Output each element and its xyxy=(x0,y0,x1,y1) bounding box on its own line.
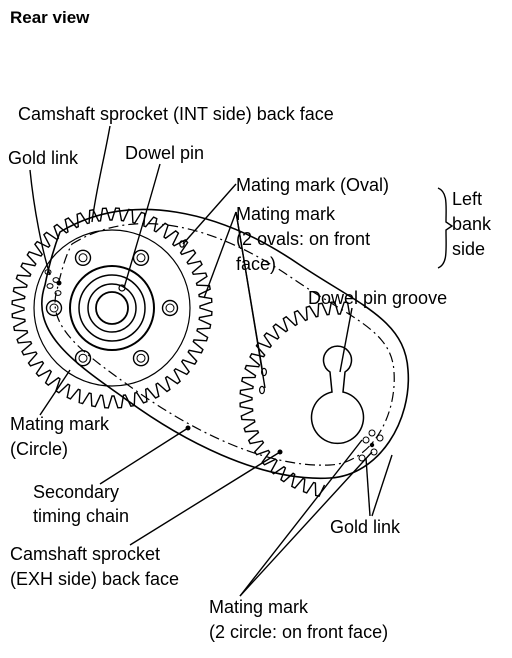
mating-mark-two-ovals-a xyxy=(261,367,268,377)
leader-gold-link-right-a xyxy=(365,457,371,517)
label-mating-two-ovals-line2: (2 ovals: on front xyxy=(236,229,371,249)
leader-secondary-chain xyxy=(99,427,189,485)
label-dowel-pin: Dowel pin xyxy=(125,143,205,163)
gold-link-right-mark xyxy=(358,454,366,462)
gold-link-right-mark xyxy=(368,429,376,437)
label-left-bank-line3: side xyxy=(452,239,486,259)
int-bolt-hole xyxy=(132,249,150,266)
leader-dowel-pin xyxy=(123,163,161,289)
view-title: Rear view xyxy=(10,8,90,27)
gold-link-right-mark xyxy=(370,448,378,456)
int-bolt-hole xyxy=(132,350,150,367)
leader-dowel-pin-groove xyxy=(339,307,353,373)
leader-mating-two-ovals-3 xyxy=(235,211,266,389)
leader-mating-two-circle-b xyxy=(239,451,373,597)
leader-mating-circle xyxy=(39,369,71,416)
label-mating-two-circle-line1: Mating mark xyxy=(209,597,309,617)
label-camshaft-int: Camshaft sprocket (INT side) back face xyxy=(18,104,334,124)
int-bolt-hole xyxy=(45,299,63,317)
int-sprocket-teeth xyxy=(11,207,213,409)
label-mating-two-ovals-line1: Mating mark xyxy=(236,204,336,224)
gold-link-left-mark xyxy=(46,283,54,289)
camshaft-sprocket-int xyxy=(11,207,213,409)
int-sprocket-bore xyxy=(95,291,129,325)
leader-mating-two-ovals-1 xyxy=(203,211,237,299)
leader-camshaft-int xyxy=(91,125,111,223)
label-mating-two-ovals-line3: face) xyxy=(236,254,277,274)
leader-camshaft-exh xyxy=(129,451,281,546)
gold-link-left-dot xyxy=(56,280,62,286)
exh-dowel-pin-groove xyxy=(310,345,365,445)
leader-mating-two-circle-a xyxy=(239,439,363,597)
label-camshaft-exh-line2: (EXH side) back face xyxy=(10,569,180,589)
label-dowel-pin-groove: Dowel pin groove xyxy=(308,288,448,308)
label-mating-circle-line2: (Circle) xyxy=(10,439,68,459)
mating-mark-oval xyxy=(179,240,185,248)
label-secondary-chain-line1: Secondary xyxy=(33,482,120,502)
gold-link-right-mark xyxy=(376,434,384,442)
label-mating-two-circle-line2: (2 circle: on front face) xyxy=(209,622,389,642)
bracket-left-bank xyxy=(437,187,454,269)
gold-link-right-mark xyxy=(362,436,370,444)
label-gold-link-right: Gold link xyxy=(330,517,401,537)
int-bolt-hole-inner xyxy=(136,253,146,263)
int-bolt-hole xyxy=(74,249,92,266)
label-secondary-chain-line2: timing chain xyxy=(33,506,130,526)
int-bolt-hole-inner xyxy=(78,253,88,263)
int-sprocket-hub-ring xyxy=(78,274,146,342)
exh-sprocket-teeth xyxy=(239,301,351,498)
camshaft-sprocket-exh xyxy=(239,301,365,498)
label-left-bank-line2: bank xyxy=(452,214,492,234)
leader-lines xyxy=(29,125,454,597)
int-sprocket-rim xyxy=(33,229,191,387)
label-camshaft-exh-line1: Camshaft sprocket xyxy=(10,544,161,564)
label-left-bank-line1: Left xyxy=(452,189,483,209)
leader-mating-oval xyxy=(182,183,237,245)
leader-gold-link-right-b xyxy=(371,454,393,517)
leader-gold-link-left xyxy=(29,169,51,276)
gold-link-right-dot xyxy=(369,442,375,448)
int-dowel-pin xyxy=(118,284,126,292)
int-sprocket-hub-inner xyxy=(87,283,137,333)
int-bolt-hole-inner xyxy=(78,353,88,363)
label-gold-link-left: Gold link xyxy=(8,148,79,168)
mating-mark-two-ovals-b xyxy=(259,385,266,395)
gold-link-left-mark xyxy=(54,290,62,296)
gold-link-left-mark xyxy=(52,277,60,283)
int-bolt-hole-inner xyxy=(165,303,175,313)
int-bolt-hole xyxy=(161,299,179,317)
label-mating-circle-line1: Mating mark xyxy=(10,414,110,434)
int-bolt-hole-inner xyxy=(49,303,59,313)
int-sprocket-hub-outer xyxy=(69,265,155,351)
chain-outer-edge xyxy=(41,208,410,480)
label-mating-oval: Mating mark (Oval) xyxy=(236,175,390,195)
int-bolt-hole-inner xyxy=(136,353,146,363)
